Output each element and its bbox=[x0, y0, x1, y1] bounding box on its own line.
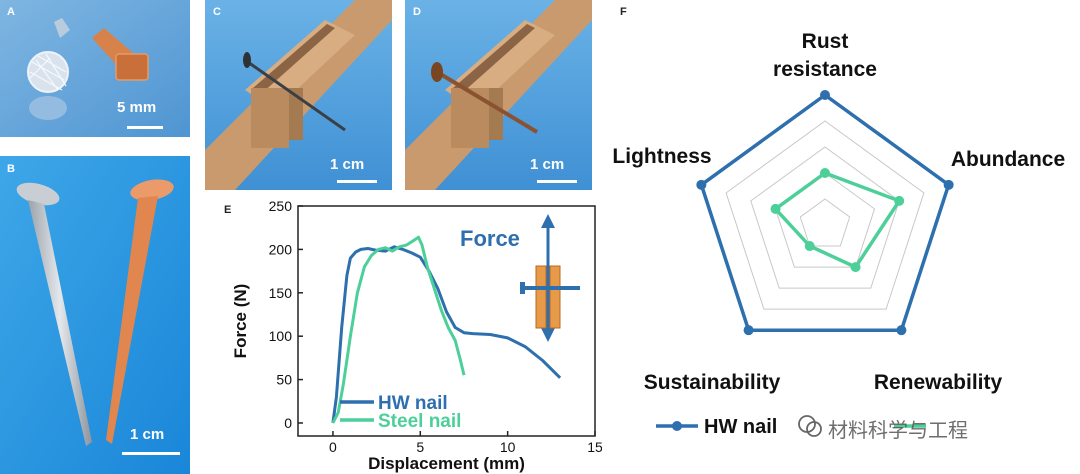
force-arrow-down bbox=[541, 328, 555, 342]
series-line-steel-nail bbox=[331, 235, 466, 424]
legend-label: HW nail bbox=[704, 416, 777, 438]
panel-a-illustration bbox=[0, 0, 190, 137]
x-axis-label: Displacement (mm) bbox=[368, 454, 525, 473]
y-tick-label: 200 bbox=[269, 241, 293, 257]
panel-a-label: A bbox=[7, 6, 15, 18]
x-tick-label: 10 bbox=[500, 439, 516, 455]
radar-axis-label: Renewability bbox=[874, 371, 1003, 394]
series-line-hw-nail bbox=[331, 245, 562, 424]
panel-b-illustration bbox=[0, 156, 190, 474]
x-tick-label: 15 bbox=[587, 439, 602, 455]
panel-f-label: F bbox=[620, 6, 627, 18]
radar-point bbox=[770, 203, 781, 214]
radar-point bbox=[850, 262, 861, 273]
y-tick-label: 0 bbox=[284, 415, 292, 431]
radar-axis-label: Abundance bbox=[951, 148, 1065, 171]
panel-a-photo bbox=[0, 0, 190, 137]
radar-series-hw-nail bbox=[699, 93, 951, 332]
y-tick-label: 50 bbox=[276, 372, 292, 388]
panel-d-scalebar bbox=[537, 180, 577, 183]
radar-point bbox=[743, 325, 754, 336]
radar-grid-ring bbox=[750, 146, 900, 289]
radar-point bbox=[696, 179, 707, 190]
panel-b-scalebar bbox=[122, 452, 180, 455]
radar-axis-label: Sustainability bbox=[644, 371, 781, 394]
panel-b-photo bbox=[0, 156, 190, 474]
force-arrow-up bbox=[541, 214, 555, 228]
legend-label: Steel nail bbox=[378, 411, 461, 432]
panel-c-scalebar bbox=[337, 180, 377, 183]
panel-d-label: D bbox=[413, 6, 421, 18]
panel-c-label: C bbox=[213, 6, 221, 18]
panel-d-illustration bbox=[405, 0, 592, 190]
y-axis-label: Force (N) bbox=[231, 284, 250, 359]
panel-c-photo bbox=[205, 0, 392, 190]
radar-point bbox=[894, 195, 905, 206]
radar-point bbox=[896, 325, 907, 336]
panel-a-scalebar bbox=[127, 126, 163, 129]
panel-c-scale-text: 1 cm bbox=[330, 156, 365, 173]
legend-marker bbox=[672, 421, 682, 431]
force-diagram-icon bbox=[520, 214, 580, 342]
y-tick-label: 150 bbox=[269, 285, 293, 301]
panel-d-photo bbox=[405, 0, 592, 190]
legend-label: HW nail bbox=[378, 393, 448, 414]
radar-grid-ring bbox=[725, 120, 925, 310]
wechat-icon bbox=[798, 415, 822, 437]
panel-c-illustration bbox=[205, 0, 392, 190]
y-tick-label: 250 bbox=[269, 198, 293, 214]
radar-series-2 bbox=[773, 171, 901, 269]
radar-axis-label: Lightness bbox=[612, 145, 711, 168]
panel-b-label: B bbox=[7, 163, 15, 175]
force-annotation: Force bbox=[460, 226, 520, 251]
nail-head bbox=[520, 282, 525, 294]
wood-block-right bbox=[549, 265, 561, 329]
radar-point bbox=[820, 90, 830, 100]
plot-frame bbox=[297, 205, 596, 437]
panel-d-scale-text: 1 cm bbox=[530, 156, 565, 173]
panel-e-label: E bbox=[224, 204, 232, 216]
radar-point bbox=[820, 168, 830, 178]
radar-grid-ring bbox=[799, 198, 851, 247]
radar-point bbox=[943, 179, 954, 190]
x-tick-label: 5 bbox=[416, 439, 424, 455]
wood-block-left bbox=[535, 265, 547, 329]
x-tick-label: 0 bbox=[329, 439, 337, 455]
y-tick-label: 100 bbox=[269, 328, 293, 344]
panel-a-scale-text: 5 mm bbox=[117, 99, 157, 116]
radar-point bbox=[804, 241, 815, 252]
watermark-text: 材料科学与工程 bbox=[828, 418, 968, 442]
panel-b-scale-text: 1 cm bbox=[130, 426, 165, 443]
